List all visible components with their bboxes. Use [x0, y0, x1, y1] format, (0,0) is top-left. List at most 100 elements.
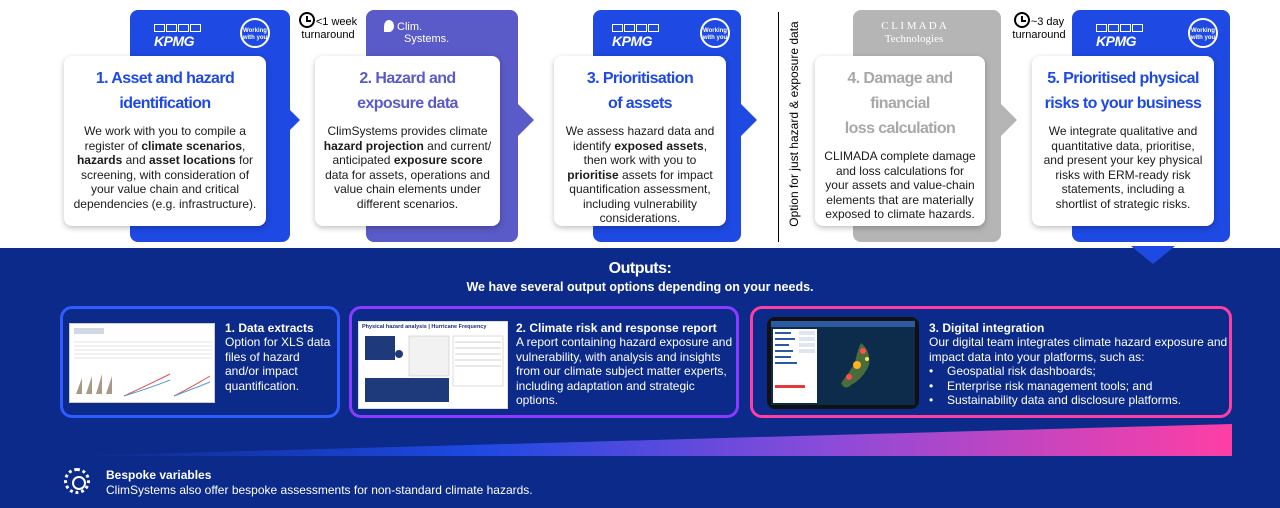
climsystems-drop-icon	[384, 20, 394, 32]
step-4-title-line-2: loss calculation	[844, 120, 956, 137]
climsystems-logo-line-1: Clim.	[397, 21, 423, 33]
emphasis-text: prioritise	[567, 167, 619, 182]
step-4-card: 4. Damage and financial loss calculation…	[815, 56, 985, 226]
output-2-text: A report containing hazard exposure and …	[516, 335, 733, 407]
step-2-title-line-2: exposure data	[357, 95, 458, 112]
spreadsheet-chart-icon	[74, 328, 212, 397]
bespoke-heading: Bespoke variables	[106, 468, 212, 482]
report-thumbnail: Physical hazard analysis | Hurricane Fre…	[358, 321, 508, 409]
report-thumbnail-title: Physical hazard analysis | Hurricane Fre…	[362, 324, 487, 330]
body-text: We integrate qualitative and quantitativ…	[1043, 124, 1203, 211]
body-text: ,	[242, 138, 246, 153]
output-3-bullets: Geospatial risk dashboards; Enterprise r…	[929, 364, 1229, 408]
arrow-right-icon	[741, 104, 757, 136]
turnaround-1: <1 week turnaround	[292, 12, 364, 42]
step-4-text: CLIMADA complete damage and loss calcula…	[823, 149, 977, 222]
output-2-heading: 2. Climate risk and response report	[516, 321, 717, 335]
spreadsheet-thumbnail	[69, 323, 215, 403]
option-divider: Option for just hazard & exposure data	[778, 12, 801, 242]
process-steps-area: KPMG Working with you 1. Asset and hazar…	[0, 0, 1280, 248]
turnaround-2-value: ~3 day	[1030, 16, 1065, 28]
output-1-heading: 1. Data extracts	[225, 321, 314, 335]
emphasis-text: hazard projection	[323, 138, 424, 153]
step-2-title-line-1: 2. Hazard and	[359, 70, 456, 87]
gear-icon	[64, 468, 90, 494]
emphasis-text: exposed assets	[614, 138, 704, 153]
step-3-card: 3. Prioritisation of assets We assess ha…	[554, 56, 726, 226]
turnaround-1-value: <1 week	[315, 16, 358, 28]
kpmg-logo-text: KPMG	[612, 33, 653, 49]
step-4-title: 4. Damage and financial loss calculation	[823, 66, 977, 141]
bullet-item: Enterprise risk management tools; and	[929, 379, 1229, 394]
map-dashboard-icon	[771, 321, 915, 405]
climsystems-logo: Clim. Systems.	[384, 20, 449, 45]
pointer-down-icon	[1131, 246, 1175, 264]
step-5-title-line-2: risks to your business	[1044, 95, 1202, 112]
working-with-you-badge: Working with you	[700, 18, 730, 48]
turnaround-1-label: turnaround	[301, 29, 355, 41]
step-4-title-line-1: 4. Damage and financial	[847, 70, 953, 112]
output-data-extracts: 1. Data extracts Option for XLS data fil…	[60, 306, 340, 418]
step-1-title-line-1: 1. Asset and hazard	[95, 70, 235, 87]
kpmg-logo: KPMG	[612, 24, 659, 49]
option-label: Option for just hazard & exposure data	[787, 21, 801, 227]
kpmg-logo-text: KPMG	[1096, 33, 1137, 49]
clock-icon	[298, 12, 315, 28]
kpmg-logo: KPMG	[1096, 24, 1143, 49]
emphasis-text: hazards	[76, 153, 123, 167]
bullet-item: Sustainability data and disclosure platf…	[929, 393, 1229, 408]
output-report: Physical hazard analysis | Hurricane Fre…	[349, 306, 739, 418]
kpmg-logo: KPMG	[154, 24, 201, 49]
working-with-you-badge: Working with you	[240, 18, 270, 48]
arrow-right-icon	[1001, 104, 1017, 136]
turnaround-2: ~3 day turnaround	[1006, 12, 1072, 42]
body-text: , then work with you to	[583, 138, 708, 168]
turnaround-2-label: turnaround	[1012, 29, 1066, 41]
outputs-subtitle: We have several output options depending…	[466, 280, 814, 294]
body-text: and current/ anticipated	[332, 138, 492, 168]
emphasis-text: asset locations	[149, 153, 236, 167]
body-text: We assess hazard data and identify	[565, 124, 715, 153]
step-1-card: 1. Asset and hazard identification We wo…	[64, 56, 266, 226]
step-3-title-line-2: of assets	[608, 95, 673, 112]
output-1-text: Option for XLS data files of hazard and/…	[225, 335, 331, 393]
step-1-text: We work with you to compile a register o…	[72, 124, 258, 211]
body-text: ClimSystems provides climate	[327, 124, 488, 138]
step-2-text: ClimSystems provides climate hazard proj…	[323, 124, 492, 211]
output-3-text: Our digital team integrates climate haza…	[929, 335, 1228, 364]
body-text: for screening, with consideration of you…	[73, 153, 257, 211]
output-3-heading: 3. Digital integration	[929, 321, 1045, 335]
step-2-card: 2. Hazard and exposure data ClimSystems …	[315, 56, 500, 226]
body-text: and	[122, 153, 149, 167]
step-5-title: 5. Prioritised physical risks to your bu…	[1040, 66, 1206, 116]
output-digital-integration: 3. Digital integration Our digital team …	[750, 306, 1232, 418]
bespoke-text: ClimSystems also offer bespoke assessmen…	[106, 483, 533, 497]
clock-icon	[1013, 12, 1030, 28]
body-text: data for assets, operations and value ch…	[325, 167, 490, 211]
climsystems-logo-line-2: Systems.	[404, 33, 450, 45]
step-3-title: 3. Prioritisation of assets	[562, 66, 718, 116]
step-5-card: 5. Prioritised physical risks to your bu…	[1032, 56, 1214, 226]
bullet-item: Geospatial risk dashboards;	[929, 364, 1229, 379]
step-1-title: 1. Asset and hazard identification	[72, 66, 258, 116]
arrow-right-icon	[518, 104, 534, 136]
step-3-text: We assess hazard data and identify expos…	[562, 124, 718, 226]
arrow-right-icon	[284, 104, 300, 136]
outputs-title: Outputs:	[608, 260, 672, 277]
body-text: assets for impact quantification assessm…	[569, 167, 713, 226]
working-with-you-badge: Working with you	[1188, 18, 1218, 48]
step-5-text: We integrate qualitative and quantitativ…	[1040, 124, 1206, 211]
tablet-dashboard-thumbnail	[767, 317, 919, 409]
report-pages-icon	[365, 335, 504, 402]
step-2-title: 2. Hazard and exposure data	[323, 66, 492, 116]
body-text: We work with you to compile a register o…	[84, 124, 246, 153]
emphasis-text: climate scenarios	[141, 138, 243, 153]
emphasis-text: exposure score	[393, 153, 483, 167]
step-5-title-line-1: 5. Prioritised physical	[1047, 70, 1199, 87]
climada-logo-line-1: C L I M A D A	[881, 20, 947, 32]
step-3-title-line-1: 3. Prioritisation	[586, 70, 694, 87]
step-1-title-line-2: identification	[119, 95, 211, 112]
climada-logo-line-2: Technologies	[884, 33, 944, 45]
kpmg-logo-text: KPMG	[154, 33, 195, 49]
